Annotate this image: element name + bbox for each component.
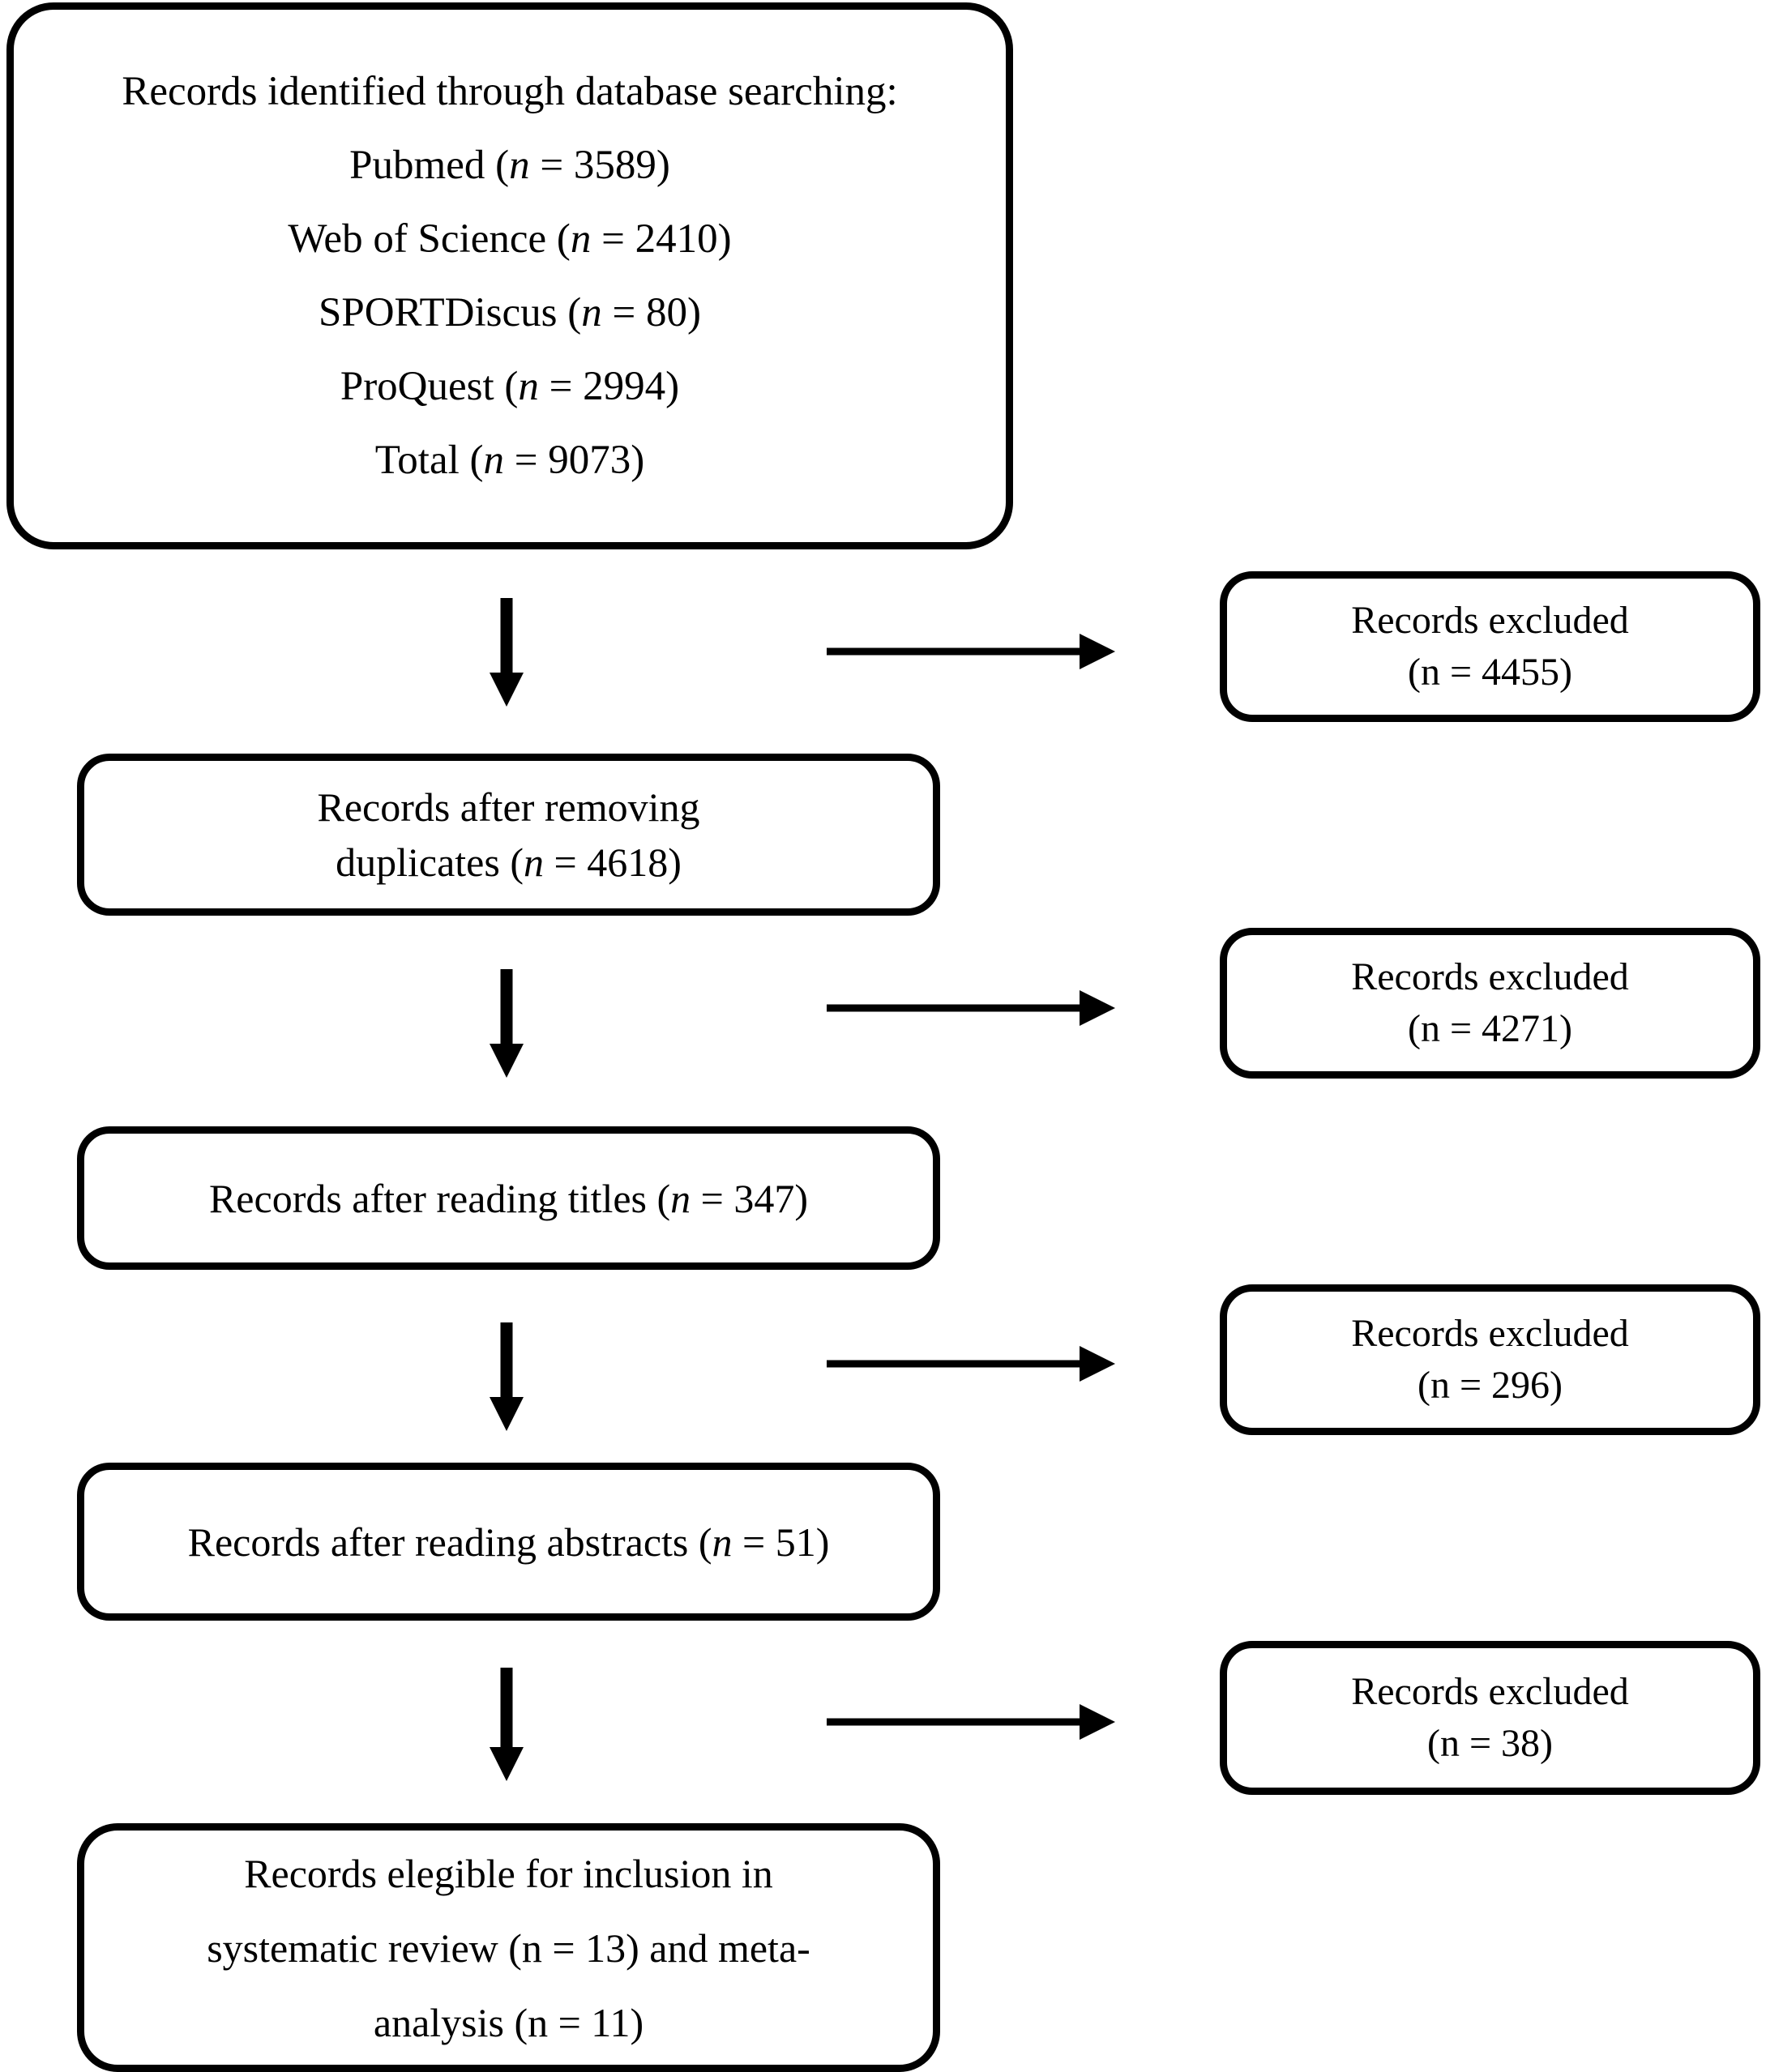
source-sportdiscus: SPORTDiscus (n = 80) bbox=[319, 289, 701, 335]
arrow-down-4 bbox=[490, 1668, 524, 1781]
excluded-box-2: Records excluded (n = 4271) bbox=[1220, 928, 1760, 1079]
excluded-count-3: (n = 296) bbox=[1417, 1364, 1563, 1407]
stage-box-after-abstracts: Records after reading abstracts (n = 51) bbox=[77, 1463, 940, 1621]
source-web-of-science: Web of Science (n = 2410) bbox=[288, 216, 732, 262]
stage-box-after-duplicates: Records after removing duplicates (n = 4… bbox=[77, 754, 940, 916]
excluded-label-2: Records excluded bbox=[1351, 955, 1629, 998]
excluded-count-4: (n = 38) bbox=[1426, 1722, 1554, 1765]
arrow-right-1 bbox=[827, 634, 1115, 669]
arrow-down-1 bbox=[490, 598, 524, 707]
excluded-label-3: Records excluded bbox=[1351, 1312, 1629, 1355]
after-titles-line1: Records after reading titles (n = 347) bbox=[208, 1175, 809, 1221]
final-line-1: Records elegible for inclusion in bbox=[244, 1850, 773, 1896]
excluded-box-3: Records excluded (n = 296) bbox=[1220, 1284, 1760, 1435]
source-pubmed: Pubmed (n = 3589) bbox=[349, 142, 670, 188]
final-inclusion-box: Records elegible for inclusion in system… bbox=[77, 1823, 940, 2072]
identification-box: Records identified through database sear… bbox=[6, 2, 1013, 549]
after-abstracts-line1: Records after reading abstracts (n = 51) bbox=[187, 1519, 830, 1565]
arrow-right-3 bbox=[827, 1346, 1115, 1382]
arrow-right-2 bbox=[827, 990, 1115, 1026]
final-line-2: systematic review (n = 13) and meta- bbox=[207, 1925, 810, 1971]
excluded-count-2: (n = 4271) bbox=[1407, 1007, 1573, 1050]
excluded-label-4: Records excluded bbox=[1351, 1670, 1629, 1713]
source-total: Total (n = 9073) bbox=[374, 437, 645, 483]
arrow-down-3 bbox=[490, 1322, 524, 1431]
identification-title: Records identified through database sear… bbox=[122, 68, 898, 114]
final-line-3: analysis (n = 11) bbox=[373, 1999, 644, 2045]
after-duplicates-line2: duplicates (n = 4618) bbox=[336, 839, 682, 885]
excluded-count-1: (n = 4455) bbox=[1407, 651, 1573, 694]
arrow-right-4 bbox=[827, 1704, 1115, 1740]
arrow-down-2 bbox=[490, 969, 524, 1078]
source-proquest: ProQuest (n = 2994) bbox=[340, 363, 680, 409]
after-duplicates-line1: Records after removing bbox=[317, 784, 700, 830]
excluded-box-4: Records excluded (n = 38) bbox=[1220, 1641, 1760, 1795]
excluded-label-1: Records excluded bbox=[1351, 599, 1629, 642]
excluded-box-1: Records excluded (n = 4455) bbox=[1220, 571, 1760, 722]
stage-box-after-titles: Records after reading titles (n = 347) bbox=[77, 1126, 940, 1270]
